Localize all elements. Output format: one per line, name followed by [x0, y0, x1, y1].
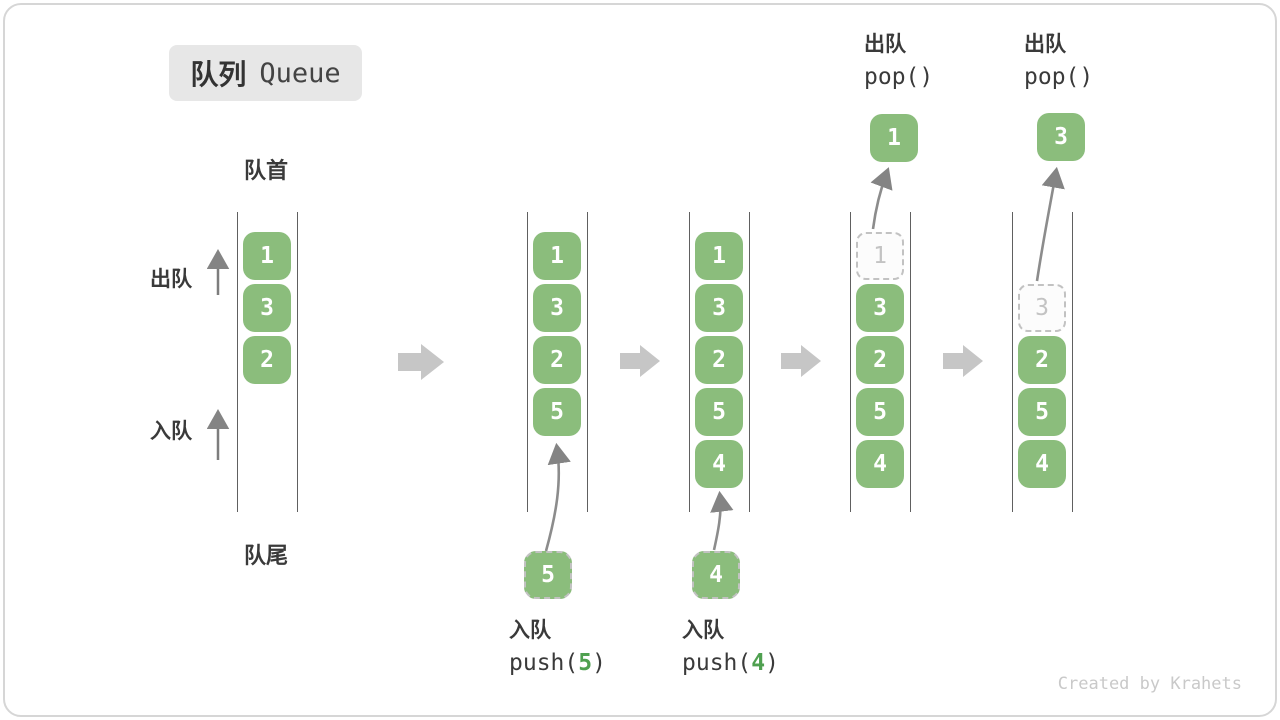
queue-item-removed: 1	[856, 232, 904, 280]
label-dequeue-direction: 出队	[150, 268, 192, 291]
title-badge: 队列 Queue	[169, 45, 362, 101]
op-label-pop-1: 出队 pop()	[864, 30, 933, 94]
op-call-pre: push(	[509, 650, 579, 676]
diagram-card	[3, 3, 1277, 717]
queue-item: 3	[243, 284, 291, 332]
queue-item: 5	[856, 388, 904, 436]
queue-item: 5	[1018, 388, 1066, 436]
op-pop-zh: 出队	[864, 33, 906, 56]
queue-item: 2	[533, 336, 581, 384]
op-label-push-5: 入队 push(5)	[509, 616, 606, 680]
op-push-call: push(4)	[682, 646, 779, 680]
queue-item: 2	[243, 336, 291, 384]
popped-item-1: 1	[870, 114, 918, 162]
queue-state-5: 3 2 5 4	[1012, 212, 1073, 512]
queue-item: 1	[695, 232, 743, 280]
queue-item: 3	[533, 284, 581, 332]
staged-item-4: 4	[692, 551, 740, 599]
queue-state-2: 1 3 2 5	[527, 212, 588, 512]
op-push-call: push(5)	[509, 646, 606, 680]
queue-item: 4	[695, 440, 743, 488]
title-zh: 队列	[190, 59, 247, 90]
op-call-arg: 5	[578, 650, 593, 676]
queue-item: 1	[533, 232, 581, 280]
queue-item: 3	[695, 284, 743, 332]
queue-item: 3	[856, 284, 904, 332]
queue-item: 2	[856, 336, 904, 384]
credit-text: Created by Krahets	[1057, 674, 1242, 694]
title-en: Queue	[259, 57, 341, 89]
op-pop-call: pop()	[864, 64, 934, 90]
queue-state-1: 1 3 2	[237, 212, 298, 512]
op-call-post: )	[592, 650, 606, 676]
queue-state-3: 1 3 2 5 4	[689, 212, 750, 512]
op-call-arg: 4	[751, 650, 766, 676]
staged-item-5: 5	[524, 551, 572, 599]
queue-item: 4	[1018, 440, 1066, 488]
op-call-post: )	[765, 650, 779, 676]
op-push-zh: 入队	[509, 619, 551, 642]
label-enqueue-direction: 入队	[150, 420, 192, 443]
queue-item: 4	[856, 440, 904, 488]
queue-item: 1	[243, 232, 291, 280]
op-pop-call: pop()	[1024, 64, 1094, 90]
label-queue-rear: 队尾	[244, 543, 289, 568]
op-push-zh: 入队	[682, 619, 724, 642]
op-pop-zh: 出队	[1024, 33, 1066, 56]
queue-item: 5	[695, 388, 743, 436]
label-queue-front: 队首	[244, 158, 289, 183]
op-call-pre: push(	[682, 650, 752, 676]
op-label-pop-2: 出队 pop()	[1024, 30, 1093, 94]
popped-item-3: 3	[1037, 113, 1085, 161]
queue-item: 2	[1018, 336, 1066, 384]
queue-item: 2	[695, 336, 743, 384]
queue-state-4: 1 3 2 5 4	[850, 212, 911, 512]
queue-item-removed: 3	[1018, 284, 1066, 332]
op-label-push-4: 入队 push(4)	[682, 616, 779, 680]
queue-item: 5	[533, 388, 581, 436]
